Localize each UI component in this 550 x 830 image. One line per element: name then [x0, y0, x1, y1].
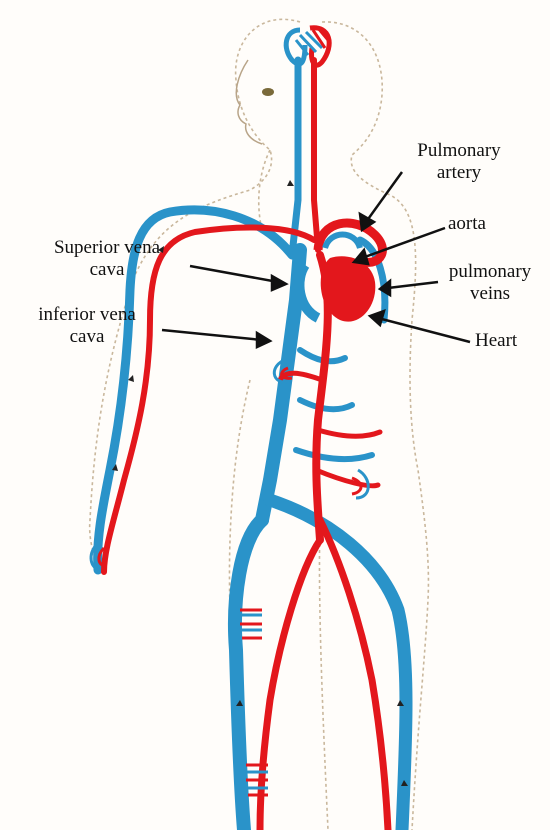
label-superior-vena-cava-line1: Superior vena	[22, 237, 192, 259]
label-aorta: aorta	[448, 213, 486, 235]
label-pulmonary-veins: pulmonary veins	[430, 261, 550, 305]
label-pulmonary-artery: Pulmonary artery	[384, 140, 534, 184]
label-heart: Heart	[475, 330, 517, 352]
label-inferior-vena-cava-line1: inferior vena	[12, 304, 162, 326]
label-pulmonary-veins-line1: pulmonary	[430, 261, 550, 283]
major-veins	[98, 60, 406, 830]
label-superior-vena-cava-line2: cava	[22, 259, 192, 281]
label-pulmonary-veins-line2: veins	[430, 283, 550, 305]
label-pulmonary-artery-line2: artery	[384, 162, 534, 184]
label-superior-vena-cava: Superior vena cava	[22, 237, 192, 281]
label-inferior-vena-cava-line2: cava	[12, 326, 162, 348]
eye	[262, 88, 274, 96]
label-pulmonary-artery-line1: Pulmonary	[384, 140, 534, 162]
head-vessels	[286, 28, 329, 65]
label-inferior-vena-cava: inferior vena cava	[12, 304, 162, 348]
major-arteries	[104, 60, 388, 830]
